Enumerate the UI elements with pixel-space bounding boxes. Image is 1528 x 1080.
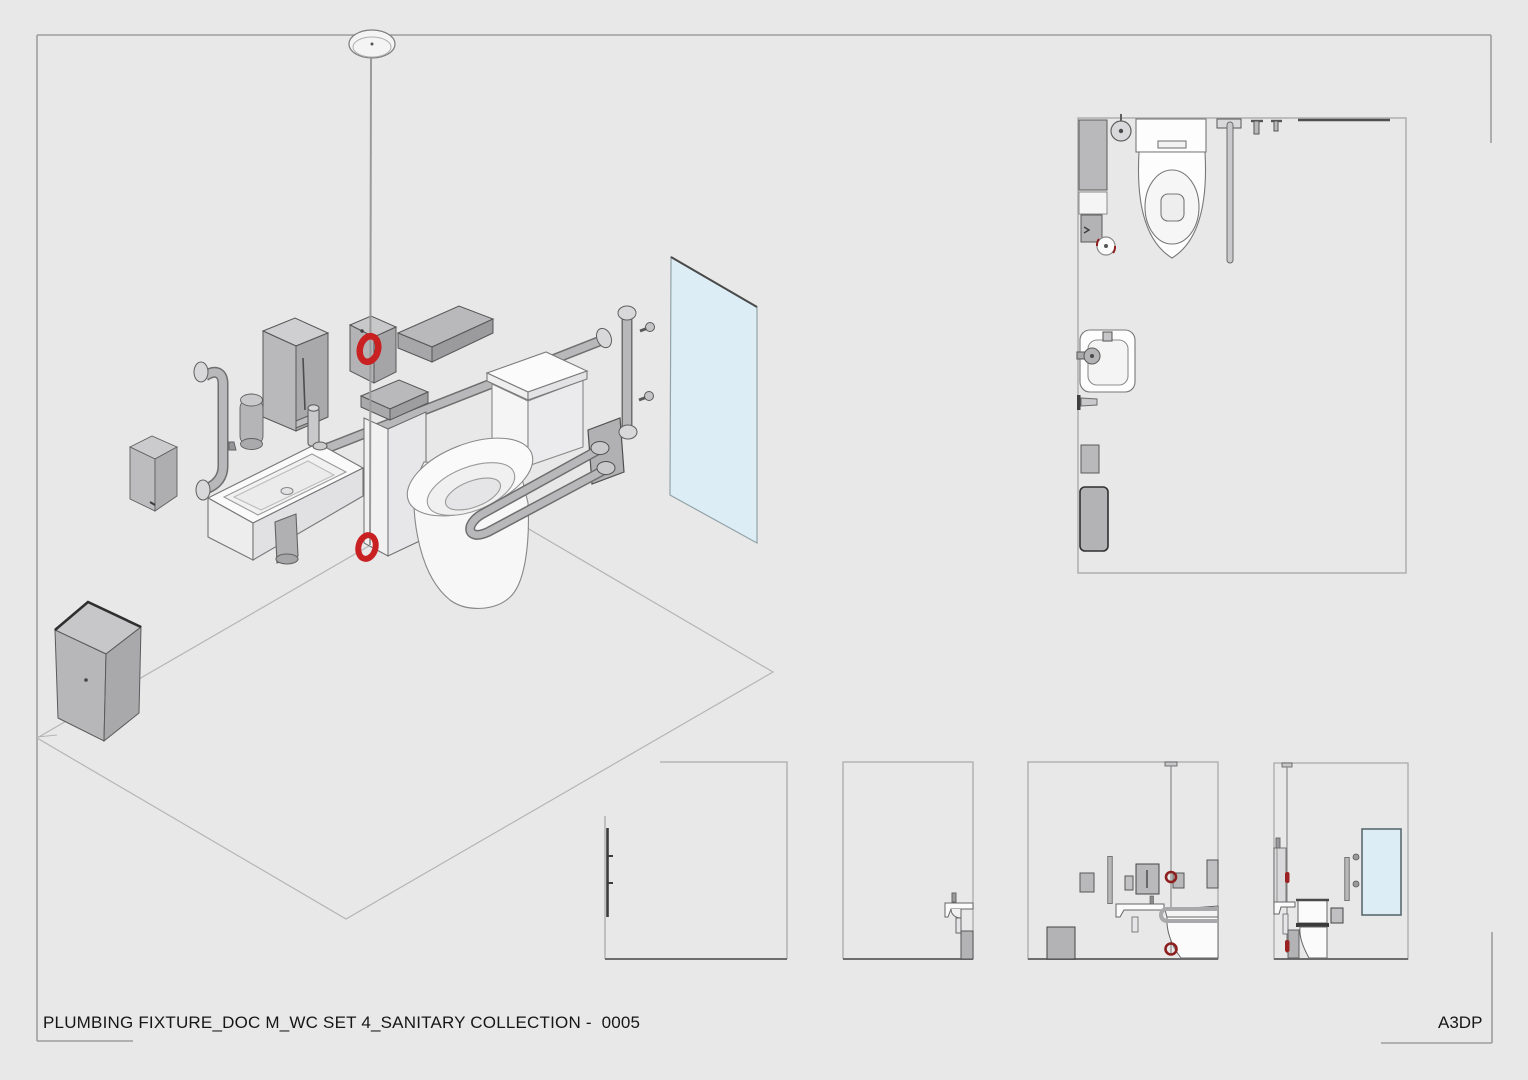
- plan-view: [1076, 114, 1407, 574]
- alarm-marker-plan: [1095, 236, 1117, 256]
- washbasin-plan: [1076, 329, 1136, 393]
- wall-screw: [1352, 853, 1360, 861]
- sheet-code: A3DP: [1438, 1013, 1483, 1032]
- grab-rail-vertical-right: [617, 305, 638, 440]
- elevation-3: [1027, 761, 1219, 960]
- pull-cord-plan: [1216, 118, 1242, 264]
- washbasin-edge: [1273, 901, 1296, 915]
- paper-towel-dispenser-plan: [1080, 214, 1103, 243]
- ceiling-rose: [348, 29, 396, 59]
- waste-bin: [54, 600, 142, 743]
- mirror: [669, 255, 758, 545]
- tap-plan: [1076, 347, 1101, 365]
- paper-towel-dispenser: [1079, 872, 1095, 893]
- toilet-roll-holder-plan: [1110, 114, 1132, 142]
- elevation-1: [604, 761, 788, 960]
- cord-ring: [1164, 870, 1178, 884]
- elevation-4: [1273, 762, 1409, 960]
- hinged-support-rail: [465, 417, 625, 540]
- mirror: [1361, 828, 1402, 916]
- backrest-shelf: [396, 305, 495, 363]
- room-outline: [1077, 117, 1407, 574]
- soap-dispenser-plan: [1080, 444, 1100, 474]
- pull-cord: [369, 57, 372, 546]
- hook-bracket-plan: [1077, 395, 1098, 410]
- toilet-seat-opening: [444, 477, 502, 511]
- cord-ring-lower: [355, 532, 379, 562]
- waste-bin-plan: [1079, 486, 1109, 552]
- sheet-title: PLUMBING FIXTURE_DOC M_WC SET 4_SANITARY…: [43, 1013, 641, 1032]
- grab-rail-edge-on: [606, 828, 613, 917]
- cord-band: [1285, 940, 1290, 952]
- cistern-panel-plan: [1078, 119, 1108, 191]
- washbasin-profile: [944, 892, 974, 960]
- grab-rail-ends-plan: [1251, 119, 1282, 135]
- wall-dispenser: [128, 435, 179, 512]
- cord-band: [1285, 872, 1290, 883]
- soap-dispenser: [228, 393, 264, 451]
- trap: [1131, 916, 1139, 933]
- hand-dryer: [1135, 863, 1160, 895]
- toilet-plan: [1135, 118, 1207, 259]
- paper-towel-dispenser: [261, 317, 330, 432]
- wall-screw: [1352, 880, 1360, 888]
- hinged-rail: [1159, 907, 1218, 923]
- pedestal: [960, 930, 974, 960]
- grab-rail-vertical-left: [193, 361, 229, 501]
- washbasin: [206, 404, 365, 565]
- wall-screws: [638, 322, 655, 402]
- trap: [955, 917, 962, 934]
- waste-bin: [1046, 926, 1076, 960]
- elevation-views: [604, 761, 1409, 960]
- isometric-view: [35, 29, 775, 920]
- cord-ring-upper: [356, 332, 382, 366]
- toilet-roll-holder: [1330, 907, 1344, 924]
- elevation-2: [842, 761, 974, 960]
- toilet-side: [1296, 898, 1329, 959]
- basin-waste-pipe: [274, 513, 299, 565]
- basin-tap: [295, 404, 328, 451]
- sheet-border: [36, 34, 1493, 1044]
- soap-dispenser: [1124, 875, 1134, 891]
- cord-ring: [1164, 942, 1178, 956]
- washbasin: [1115, 903, 1165, 918]
- cistern-edge: [1273, 837, 1287, 906]
- floor-outline: [35, 490, 775, 920]
